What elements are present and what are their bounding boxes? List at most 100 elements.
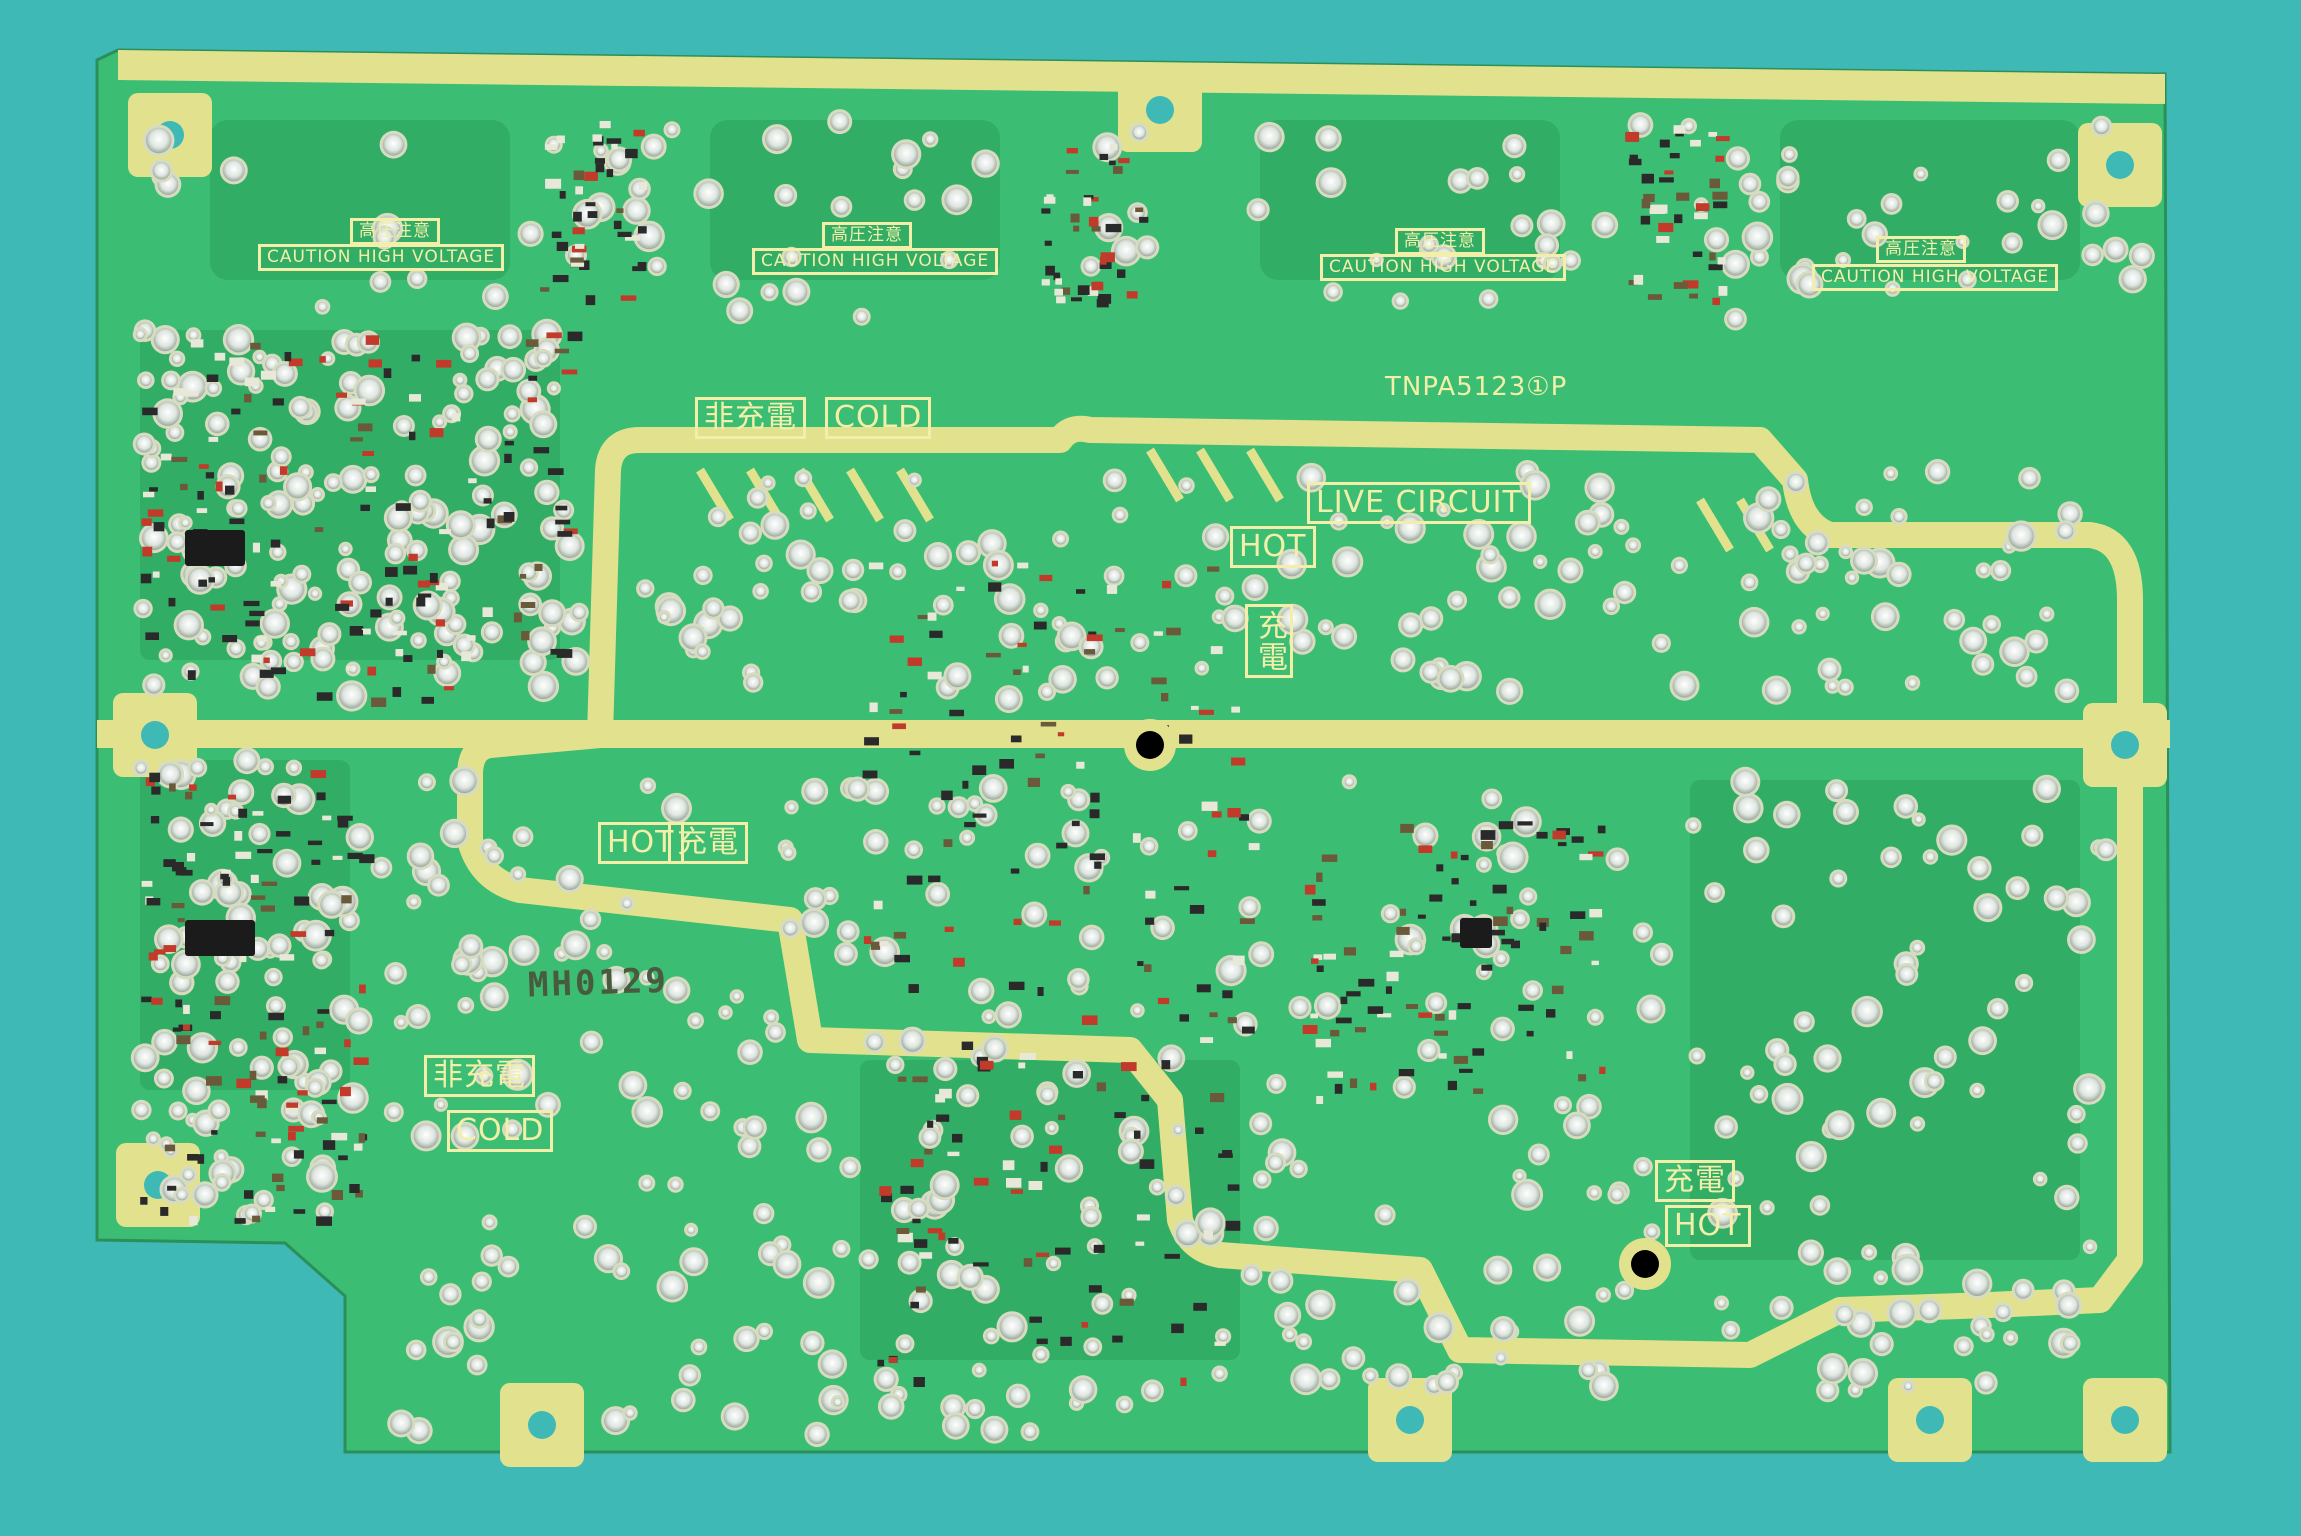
solder-pad <box>681 1367 698 1384</box>
smd-part <box>1041 279 1050 286</box>
smd-part <box>321 1099 337 1105</box>
solder-pad <box>755 586 766 597</box>
smd-part <box>1469 900 1477 906</box>
smd-part <box>1053 272 1061 281</box>
solder-pad <box>315 954 328 967</box>
solder-pad <box>1241 899 1258 916</box>
solder-pad <box>194 1184 216 1206</box>
smd-part <box>395 649 404 657</box>
solder-pad <box>866 832 886 852</box>
solder-pad <box>1904 1382 1913 1391</box>
solder-pad <box>1001 625 1022 646</box>
smd-part <box>910 1301 919 1309</box>
solder-pad <box>1610 1188 1624 1202</box>
smd-part <box>546 332 562 339</box>
smd-part <box>1239 918 1255 924</box>
solder-pad <box>1974 656 1992 673</box>
smd-part <box>633 129 645 137</box>
solder-pad <box>1590 547 1600 556</box>
smd-part <box>222 876 231 886</box>
solder-pad <box>605 968 628 991</box>
smd-part <box>1119 1298 1134 1306</box>
solder-pad <box>1481 292 1496 306</box>
solder-pad <box>185 1079 208 1103</box>
smd-part <box>236 1078 252 1089</box>
smd-part <box>322 815 332 821</box>
solder-pad <box>1438 1373 1456 1391</box>
smd-part <box>1370 1082 1377 1091</box>
cold-left-en-label: COLD <box>447 1110 554 1152</box>
smd-part <box>220 869 231 874</box>
solder-pad <box>746 675 761 690</box>
solder-pad <box>436 1100 445 1109</box>
caution-label-4: CAUTION HIGH VOLTAGE <box>1812 264 2059 291</box>
solder-pad <box>981 777 1005 800</box>
solder-pad <box>1388 1366 1409 1387</box>
smd-part <box>1089 809 1100 819</box>
smd-part <box>180 869 193 876</box>
smd-part <box>1346 991 1361 997</box>
solder-pad <box>168 426 182 439</box>
solder-pad <box>837 945 855 963</box>
smd-part <box>599 121 611 129</box>
solder-pad <box>1849 212 1864 226</box>
solder-pad <box>1977 1374 1995 1392</box>
solder-pad <box>1495 953 1507 965</box>
solder-pad <box>2035 1174 2045 1184</box>
solder-pad <box>2070 1136 2085 1151</box>
solder-pad <box>729 300 751 322</box>
smd-part <box>1056 296 1066 304</box>
solder-pad <box>921 1128 939 1146</box>
solder-pad <box>483 624 500 641</box>
solder-pad <box>670 1179 681 1190</box>
smd-part <box>1451 878 1459 885</box>
solder-pad <box>841 592 860 610</box>
mount-hole <box>1146 96 1174 124</box>
solder-pad <box>1365 1370 1376 1382</box>
solder-pad <box>1616 521 1627 532</box>
solder-pad <box>1746 839 1767 861</box>
solder-pad <box>295 567 309 581</box>
solder-pad <box>2131 245 2152 266</box>
smd-part <box>143 491 155 498</box>
smd-part <box>1673 282 1688 289</box>
solder-pad <box>1926 1074 1942 1089</box>
smd-part <box>1674 214 1683 224</box>
solder-pad <box>255 352 264 362</box>
smd-part <box>316 692 333 701</box>
solder-pad <box>1298 1336 1310 1348</box>
solder-pad <box>451 537 477 563</box>
solder-pad <box>286 654 301 670</box>
solder-pad <box>1826 1260 1849 1282</box>
solder-pad <box>749 490 766 506</box>
smd-part <box>1641 199 1651 209</box>
smd-part <box>1086 634 1103 642</box>
smd-part <box>1018 1062 1026 1069</box>
solder-pad <box>511 938 537 963</box>
smd-part <box>520 602 536 608</box>
solder-pad <box>520 223 541 244</box>
smd-part <box>331 1190 343 1200</box>
solder-pad <box>1132 125 1147 140</box>
solder-pad <box>1608 850 1627 868</box>
solder-pad <box>1581 1363 1596 1378</box>
smd-part <box>1536 917 1549 927</box>
solder-pad <box>967 1401 983 1417</box>
smd-part <box>1492 884 1507 894</box>
smd-part <box>941 790 953 801</box>
solder-pad <box>1249 811 1269 831</box>
solder-pad <box>763 286 776 299</box>
smd-part <box>1651 204 1668 214</box>
smd-part <box>1442 936 1451 941</box>
solder-pad <box>697 646 708 657</box>
smd-part <box>571 245 587 253</box>
marker-text: MH0129 <box>527 960 670 1006</box>
solder-pad <box>2034 201 2043 211</box>
smd-part <box>276 1184 285 1192</box>
smd-part <box>214 996 231 1006</box>
smd-part <box>403 655 413 662</box>
smd-part <box>1164 1253 1180 1259</box>
solder-pad <box>382 133 405 156</box>
solder-pad <box>1118 1398 1131 1411</box>
smd-part <box>198 464 209 469</box>
